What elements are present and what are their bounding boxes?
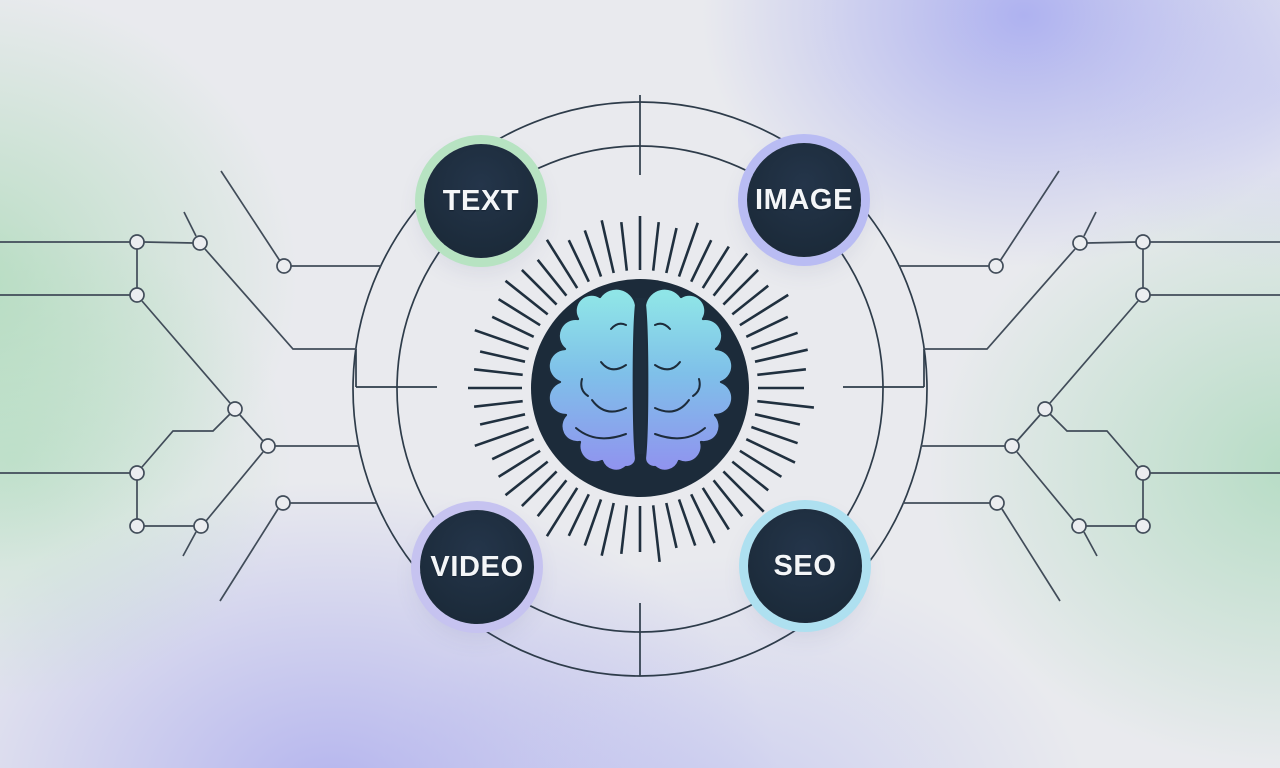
node-badge-seo: SEO — [748, 509, 862, 623]
circuit-nodes-right — [988, 234, 1151, 534]
node-badge-video-label: VIDEO — [430, 550, 524, 583]
orbit-circles — [352, 95, 928, 677]
circuit-traces-right — [899, 170, 1280, 602]
node-badge-seo-label: SEO — [773, 549, 837, 582]
node-badge-image: IMAGE — [747, 143, 861, 257]
node-badge-video: VIDEO — [420, 510, 534, 624]
circuit-nodes-left — [129, 234, 292, 534]
ray-burst — [468, 216, 815, 563]
brain-gyri-lines — [575, 322, 627, 440]
axis-tick-lines — [355, 95, 925, 676]
brain-icon — [547, 287, 734, 472]
node-badge-text: TEXT — [424, 144, 538, 258]
node-badge-image-label: IMAGE — [754, 183, 854, 216]
node-badge-text-label: TEXT — [442, 184, 520, 217]
circuit-traces-left — [0, 170, 381, 602]
